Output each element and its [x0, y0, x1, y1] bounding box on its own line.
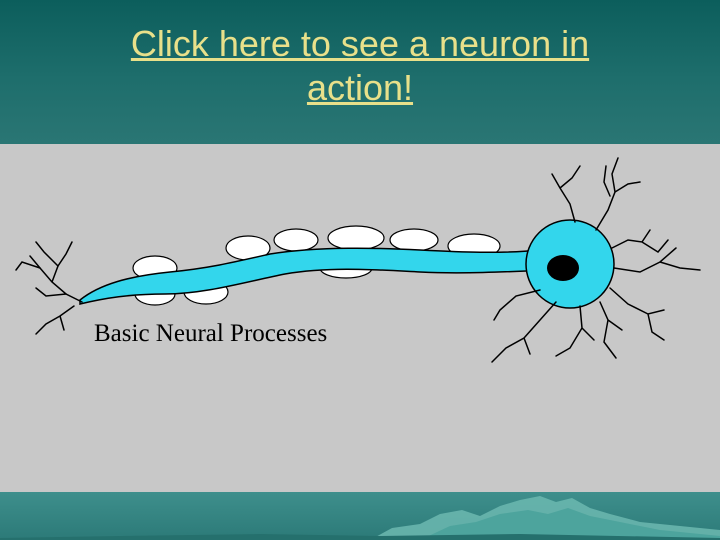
nucleus [547, 255, 579, 281]
neuron-figure: Basic Neural Processes [0, 144, 720, 492]
iceberg-landscape [0, 496, 720, 540]
neuron-diagram [15, 157, 701, 363]
title-line-2: action! [306, 67, 414, 108]
slide-header: Click here to see a neuron in action! [0, 0, 720, 144]
figure-caption: Basic Neural Processes [94, 320, 328, 347]
slide-footer [0, 492, 720, 540]
neuron-action-link[interactable]: Click here to see a neuron in action! [80, 22, 640, 110]
axon-terminals [15, 241, 83, 335]
dendrites [491, 157, 701, 363]
title-line-1: Click here to see a neuron in [130, 23, 590, 64]
